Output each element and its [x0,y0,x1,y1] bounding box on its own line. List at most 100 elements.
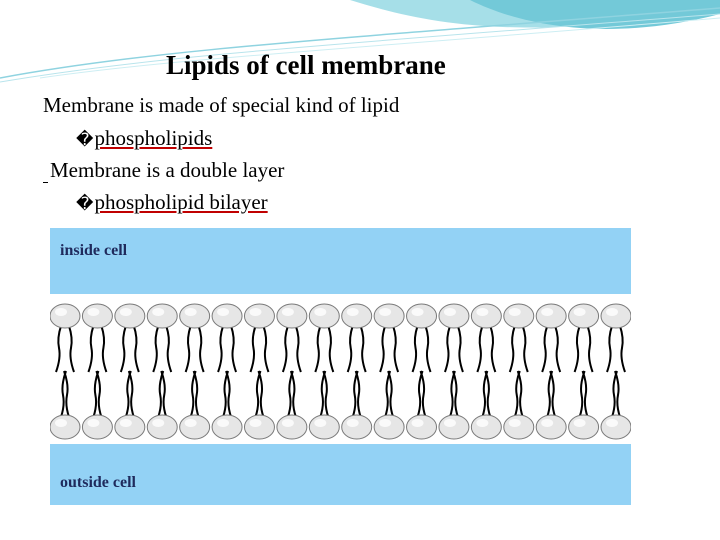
bullet-icon: � [76,130,94,150]
head-highlight [87,419,100,427]
lipid-head [243,303,275,329]
lipid-tail [384,370,392,418]
head-highlight [606,419,618,427]
lipid-tail [484,370,492,418]
lipid-tail [222,370,230,418]
text-line-4: �phospholipid bilayer [76,190,268,215]
lipid-tail [286,370,294,418]
lipid-tail [92,370,100,418]
head-highlight [379,308,392,316]
lipid-tail [387,370,395,418]
lipid-head [535,303,567,329]
lipid-tail [225,370,233,418]
lipid-tail [541,325,549,373]
lipid-head [114,414,146,440]
inside-cell-label: inside cell [60,242,128,259]
lipid-tail [351,370,359,418]
lipid-head [373,303,405,329]
lipid-tail [451,370,459,418]
head-highlight [346,308,359,316]
head-highlight [541,419,554,427]
lipid-tail [124,370,132,418]
bilayer-band [50,294,631,444]
lipid-head [243,414,275,440]
head-highlight [281,308,294,316]
lipid-head [406,414,438,440]
lipid-tail [416,370,424,418]
underline-mark [43,162,48,183]
lipid-tail [614,370,621,418]
lipid-tail [611,370,618,418]
head-highlight [508,419,521,427]
lipid-tail [55,325,62,373]
lipid-tail [192,370,200,418]
lipid-tail [513,370,521,418]
head-highlight [55,308,67,316]
lipid-tail [489,325,497,373]
head-highlight [411,419,424,427]
head-highlight [249,308,262,316]
lipid-tail [554,325,562,373]
head-highlight [541,308,554,316]
lipid-tail [160,370,168,418]
lipid-tail [157,370,165,418]
lipid-tail [294,325,302,373]
line-4-text: phospholipid bilayer [94,190,268,214]
head-highlight [119,419,132,427]
lipid-tail [254,370,262,418]
lipid-head [179,303,211,329]
head-highlight [119,308,132,316]
lipid-tail [448,370,456,418]
head-highlight [476,419,489,427]
lipid-tail [619,325,626,373]
lipid-tail [132,325,140,373]
lipid-head [438,414,470,440]
lipid-tail [119,325,127,373]
lipid-tail [508,325,516,373]
lipid-tail [230,325,238,373]
lipid-head [146,303,178,329]
lipid-head [600,303,631,329]
head-highlight [443,419,456,427]
slide-title: Lipids of cell membrane [166,50,446,80]
lipid-tail [346,325,354,373]
lipid-tail [516,370,524,418]
head-highlight [152,308,165,316]
bullet-icon: � [76,194,94,214]
lipid-tail [476,325,484,373]
lipid-head [373,414,405,440]
lipid-head [308,303,340,329]
lipid-tail [314,325,322,373]
header-decoration [0,0,720,83]
lipid-tail [549,370,557,418]
lipid-tail [392,325,400,373]
lipid-tail [322,370,330,418]
lipid-tail [581,370,589,418]
lipid-tail [60,370,67,418]
lipid-head [50,414,81,440]
head-highlight [476,308,489,316]
lipid-tail [197,325,205,373]
lipid-tail [189,370,197,418]
head-highlight [217,419,230,427]
lipid-tail [95,370,103,418]
lipid-head [81,303,113,329]
lipid-head [81,414,113,440]
lipid-head [568,303,600,329]
head-highlight [508,308,521,316]
text-line-2: �phospholipids [76,126,212,151]
lipid-head [50,303,81,329]
head-highlight [411,308,424,316]
head-highlight [346,419,359,427]
lipid-tail [419,370,427,418]
lipid-tail [327,325,335,373]
lipid-tail [586,325,594,373]
lipid-head [406,303,438,329]
lipid-head [211,303,243,329]
tails-group [55,325,626,418]
lipid-head [276,303,308,329]
head-highlight [379,419,392,427]
lipid-head [308,414,340,440]
lipid-tail [152,325,160,373]
lipid-head [114,303,146,329]
